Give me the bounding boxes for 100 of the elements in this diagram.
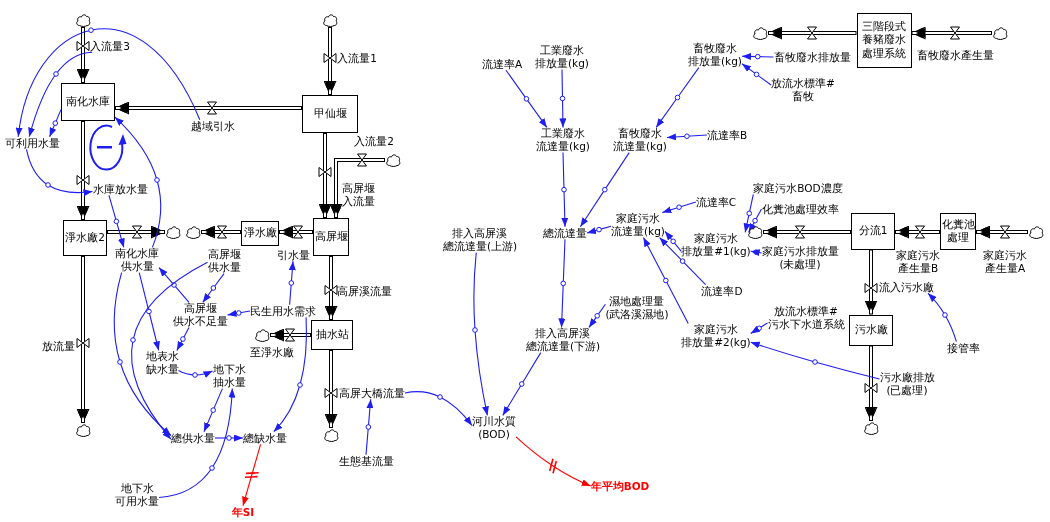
link-arrow — [558, 238, 567, 328]
link-arrow — [108, 194, 125, 248]
variable-label: 放流水標準#畜牧 — [771, 77, 835, 103]
link-arrow — [586, 225, 612, 234]
link-arrow — [273, 316, 308, 433]
flow-rate-label: 高屏堰供水量 — [207, 248, 241, 274]
flow-pipe — [911, 26, 992, 40]
output-variable-label: 年SI — [231, 505, 255, 519]
link-arrow — [138, 272, 160, 351]
flow-pipe — [76, 27, 90, 83]
cloud-symbol — [185, 225, 201, 239]
link-arrow — [472, 252, 489, 416]
link-arrow — [226, 310, 251, 317]
stock-box: 淨水廠2 — [63, 220, 107, 256]
flow-rate-label: 入流量3 — [90, 39, 130, 53]
variable-label: 生態基流量 — [338, 454, 394, 468]
variable-label: 接管率 — [946, 341, 980, 355]
variable-label: 放流水標準#污水下水道系統 — [767, 305, 845, 331]
link-arrow — [176, 327, 190, 351]
variable-label: 工業廢水排放量(kg) — [535, 44, 589, 70]
link-arrow — [404, 391, 473, 427]
link-arrow — [659, 237, 707, 286]
cloud-symbol — [165, 225, 181, 239]
flow-pipe — [115, 101, 302, 115]
flow-rate-label: 南化水庫供水量 — [115, 247, 159, 273]
flow-pipe — [329, 158, 385, 218]
stock-box: 高屏堰 — [313, 218, 349, 256]
flow-pipe — [768, 26, 857, 40]
link-arrow — [741, 53, 775, 60]
variable-label: 河川水質(BOD) — [472, 415, 516, 441]
cloud-symbol — [863, 421, 879, 435]
link-arrow — [664, 230, 682, 252]
link-arrow — [750, 341, 881, 380]
cloud-symbol — [747, 225, 763, 239]
link-arrow — [579, 152, 630, 228]
flow-pipe — [279, 225, 313, 239]
variable-label: 家庭污水排放量#1(kg) — [681, 232, 751, 258]
link-arrow — [16, 27, 201, 138]
link-arrow — [130, 261, 209, 440]
variable-label: 流達率D — [701, 284, 743, 298]
cloud-symbol — [254, 328, 270, 342]
link-arrow — [502, 352, 542, 416]
variable-label: 畜牧廢水排放量(kg) — [688, 42, 742, 68]
link-arrow — [158, 267, 190, 303]
flow-pipe — [76, 121, 90, 220]
link-arrow — [750, 322, 769, 335]
flow-rate-label: 畜牧廢水產生量 — [916, 48, 994, 62]
variable-label: 總流達量 — [543, 226, 587, 240]
cloud-symbol — [323, 428, 339, 442]
link-arrow — [214, 435, 244, 442]
flow-pipe — [270, 328, 311, 342]
link-arrow — [559, 69, 566, 128]
link-arrow — [242, 443, 262, 507]
stock-box: 淨水廠 — [241, 220, 279, 246]
cloud-symbol — [75, 423, 91, 437]
flow-pipe — [201, 225, 241, 239]
cloud-symbol — [75, 13, 91, 27]
flow-pipe — [864, 249, 878, 315]
variable-label: 地表水缺水量 — [145, 350, 179, 376]
link-arrow — [927, 292, 957, 343]
link-arrow — [288, 260, 296, 306]
link-arrow — [741, 63, 772, 86]
variable-label: 地下水可用水量 — [115, 482, 159, 508]
stock-box: 化糞池處理 — [940, 212, 976, 250]
flow-pipe — [107, 225, 165, 239]
flow-pipe — [864, 345, 878, 421]
variable-label: 濕地處理量(武洛溪濕地) — [605, 295, 669, 321]
variable-label: 流達率B — [706, 128, 748, 142]
variable-label: 家庭污水排放量#2(kg) — [681, 323, 751, 349]
variable-label: 流達率A — [481, 57, 523, 71]
link-arrow — [588, 303, 606, 328]
link-arrow — [365, 398, 373, 456]
output-variable-label: 年平均BOD — [590, 479, 650, 493]
stock-box: 抽水站 — [311, 320, 353, 350]
flow-rate-label: 入流量2 — [354, 134, 394, 148]
stock-box: 南化水庫 — [61, 83, 115, 121]
link-arrow — [202, 273, 225, 303]
flow-rate-label: 家庭污水產生量B — [896, 249, 940, 275]
stock-box: 甲仙堰 — [302, 95, 358, 133]
link-arrow — [666, 133, 708, 140]
variable-label: 可利用水量 — [4, 136, 60, 150]
link-arrow — [114, 116, 162, 248]
flow-pipe — [976, 225, 1028, 239]
flow-pipe — [76, 256, 90, 423]
link-arrow — [158, 388, 235, 499]
flow-rate-label: 污水廠排放(已處理) — [879, 371, 935, 397]
flow-pipe — [324, 350, 338, 428]
variable-label: 地下水抽水量 — [212, 363, 246, 389]
variable-label: 家庭污水BOD濃度 — [753, 181, 843, 195]
flow-rate-label: 高屏大橋流量 — [339, 386, 405, 400]
link-arrow — [748, 208, 763, 233]
cloud-symbol — [1028, 225, 1044, 239]
flow-rate-label: 高屏溪流量 — [336, 284, 392, 298]
variable-label: 流達率C — [695, 195, 737, 209]
variable-label: 高屏堰供水不足量 — [172, 302, 228, 328]
variable-label: 排入高屏溪總流達量(下游) — [525, 327, 601, 353]
variable-label: 化糞池處理效率 — [761, 202, 839, 216]
flow-rate-label: 高屏堰入流量 — [341, 182, 375, 208]
link-arrow — [561, 152, 568, 228]
link-arrow — [203, 388, 223, 433]
